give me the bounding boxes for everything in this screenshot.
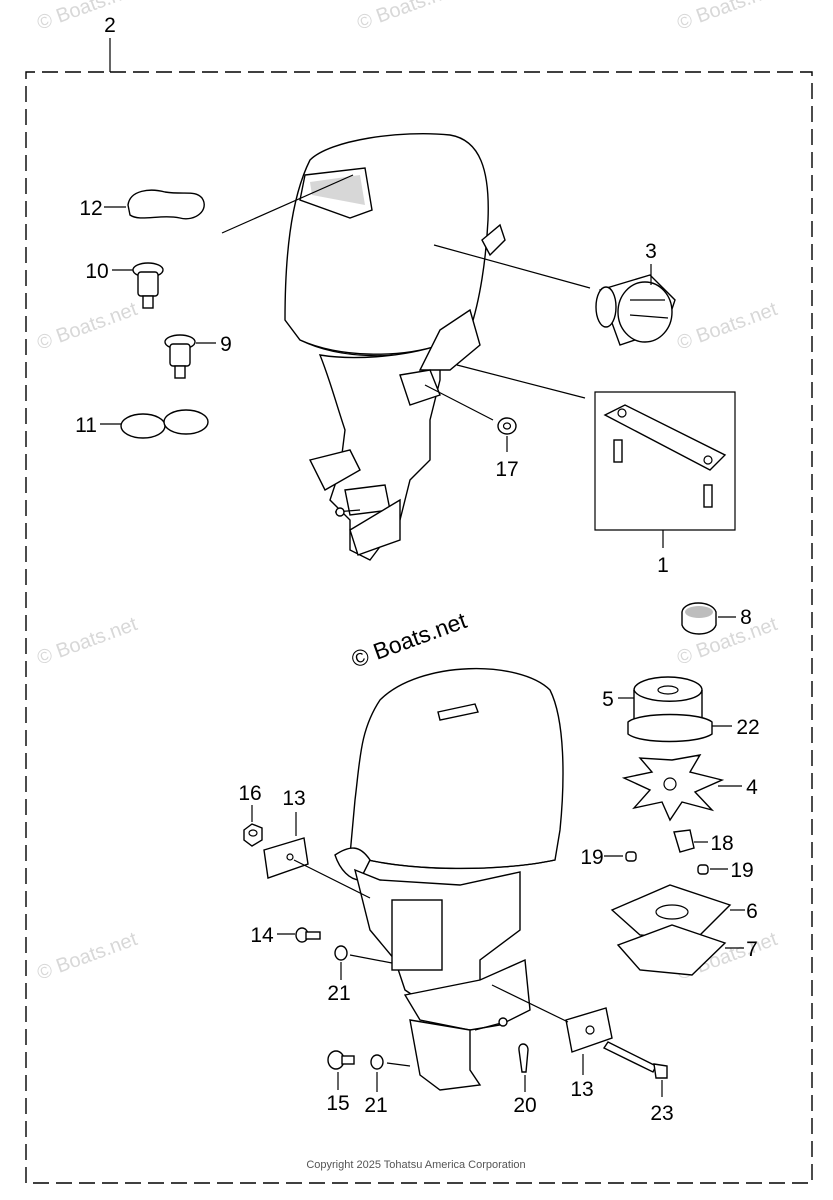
callout-15: 15 bbox=[326, 1092, 349, 1115]
leader-13b bbox=[491, 984, 569, 1023]
callout-22: 22 bbox=[736, 716, 759, 739]
watermark-faint: © Boats.net bbox=[34, 298, 140, 355]
lower-engine-cowl bbox=[349, 667, 564, 870]
callout-19: 19 bbox=[730, 859, 753, 882]
part-1-anode-bracket[interactable] bbox=[603, 404, 727, 508]
part-13-anode-upper[interactable] bbox=[263, 837, 309, 879]
watermark-faint: © Boats.net bbox=[674, 0, 780, 35]
part-22-gasket[interactable] bbox=[627, 713, 713, 743]
leader-13a bbox=[293, 859, 371, 899]
upper-anti-ventilation-plate bbox=[308, 449, 361, 491]
part-10-thermostat[interactable] bbox=[132, 262, 164, 309]
kit-boundary-dashed bbox=[25, 71, 813, 1184]
part-18-key[interactable] bbox=[673, 829, 695, 853]
callout-18: 18 bbox=[710, 832, 733, 855]
callout-5: 5 bbox=[602, 688, 614, 711]
callout-1: 1 bbox=[657, 554, 669, 577]
part-16-nut[interactable] bbox=[243, 823, 263, 847]
callout-14: 14 bbox=[250, 924, 274, 947]
part-17-grommet[interactable] bbox=[497, 417, 517, 435]
part-21-washer-upper[interactable] bbox=[334, 945, 348, 961]
callout-13: 13 bbox=[570, 1078, 593, 1101]
part-4-impeller[interactable] bbox=[621, 754, 725, 822]
upper-clamp bbox=[399, 369, 441, 406]
callout-16: 16 bbox=[238, 782, 261, 805]
part-19-dowel-pins[interactable] bbox=[625, 851, 709, 875]
callout-11: 11 bbox=[75, 414, 97, 437]
leader-1 bbox=[456, 364, 586, 399]
leader-21a bbox=[349, 954, 393, 964]
part-14-bolt[interactable] bbox=[295, 927, 321, 943]
part-20-cotter-pin[interactable] bbox=[518, 1043, 529, 1073]
callout-13: 13 bbox=[282, 787, 305, 810]
callout-17: 17 bbox=[495, 458, 518, 481]
callout-10: 10 bbox=[85, 260, 108, 283]
upper-bracket bbox=[418, 308, 481, 371]
watermark-faint: © Boats.net bbox=[354, 0, 460, 35]
upper-tiller-knob bbox=[481, 223, 506, 257]
lower-midsection bbox=[403, 958, 531, 1031]
callout-19: 19 bbox=[580, 846, 603, 869]
watermark-faint: © Boats.net bbox=[34, 0, 140, 35]
callout-21: 21 bbox=[327, 982, 350, 1005]
watermark-faint: © Boats.net bbox=[34, 928, 140, 985]
lower-outboard-engine bbox=[334, 667, 564, 1091]
part-3-oil-filter[interactable] bbox=[595, 274, 676, 346]
part-15-bolt[interactable] bbox=[327, 1050, 355, 1070]
copyright-text: Copyright 2025 Tohatsu America Corporati… bbox=[306, 1159, 525, 1171]
part-9-thermostat[interactable] bbox=[164, 334, 196, 379]
leader-21b bbox=[386, 1062, 411, 1067]
part-6-pump-plate[interactable] bbox=[610, 884, 732, 941]
callout-4: 4 bbox=[746, 776, 758, 799]
part-1-kit-box bbox=[594, 391, 736, 531]
callout-2: 2 bbox=[104, 14, 116, 37]
leader-12 bbox=[221, 174, 354, 234]
part-11-o-rings[interactable] bbox=[120, 409, 209, 439]
watermark-faint: © Boats.net bbox=[34, 613, 140, 670]
callout-3: 3 bbox=[645, 240, 657, 263]
upper-skeg bbox=[349, 498, 401, 556]
callout-12: 12 bbox=[79, 197, 102, 220]
callout-8: 8 bbox=[740, 606, 752, 629]
part-13-anode-lower[interactable] bbox=[565, 1007, 613, 1053]
part-12-gasket[interactable] bbox=[127, 189, 205, 220]
leader-17 bbox=[424, 384, 494, 421]
callout-6: 6 bbox=[746, 900, 758, 923]
callout-21: 21 bbox=[364, 1094, 387, 1117]
callout-numbers: 2 12 10 9 11 3 17 1 8 5 22 4 18 19 19 6 … bbox=[75, 14, 760, 1125]
watermark-main: © Boats.net bbox=[348, 607, 471, 673]
part-23-long-bolt[interactable] bbox=[602, 1041, 668, 1079]
lower-exhaust-housing bbox=[391, 899, 443, 971]
callout-9: 9 bbox=[220, 333, 232, 356]
part-8-grommet[interactable] bbox=[681, 602, 717, 635]
callout-23: 23 bbox=[650, 1102, 673, 1125]
cowl-latch bbox=[437, 703, 479, 721]
callout-7: 7 bbox=[746, 938, 758, 961]
callout-20: 20 bbox=[513, 1094, 536, 1117]
part-7-gasket[interactable] bbox=[616, 924, 727, 976]
lower-gearcase bbox=[409, 1019, 482, 1091]
part-21-washer-lower[interactable] bbox=[370, 1054, 384, 1070]
watermark-faint: © Boats.net bbox=[674, 298, 780, 355]
upper-outboard-engine bbox=[284, 133, 506, 561]
leader-3 bbox=[433, 244, 591, 289]
